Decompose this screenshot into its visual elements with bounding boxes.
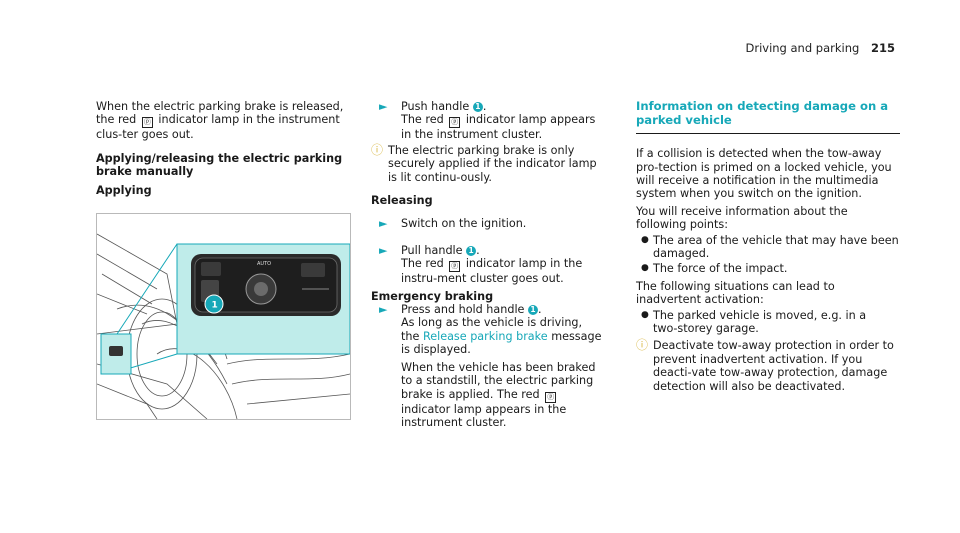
intro-paragraph: When the electric parking brake is relea… bbox=[96, 100, 344, 142]
parking-brake-icon: ⓟ bbox=[141, 117, 153, 129]
damage-detection-heading: Information on detecting damage on a par… bbox=[636, 99, 900, 135]
page-number: 215 bbox=[870, 41, 895, 55]
info-icon: ⓘ bbox=[371, 142, 384, 157]
left-column: When the electric parking brake is relea… bbox=[96, 100, 356, 197]
figure-callout-1: 1 bbox=[212, 301, 218, 311]
page-header: Driving and parking 215 bbox=[745, 41, 895, 55]
emergency-heading: Emergency braking bbox=[371, 289, 494, 303]
step-switch-ignition: ► Switch on the ignition. bbox=[379, 217, 527, 231]
release-parking-brake-link[interactable]: Release parking brake bbox=[422, 329, 548, 343]
parking-brake-icon: ⓟ bbox=[449, 261, 461, 273]
step-press-hold-handle: ► Press and hold handle 1. As long as th… bbox=[379, 303, 602, 429]
emergency-block: Emergency braking bbox=[371, 290, 603, 303]
info-points-intro: You will receive information about the f… bbox=[636, 204, 848, 232]
callout-badge: 1 bbox=[466, 245, 477, 256]
situations-intro: The following situations can lead to ina… bbox=[636, 279, 835, 307]
arrow-icon: ► bbox=[379, 100, 388, 113]
releasing-heading: Releasing bbox=[371, 194, 433, 208]
callout-badge: 1 bbox=[528, 305, 538, 316]
info-icon: ⓘ bbox=[636, 338, 649, 353]
subheading-applying: Applying bbox=[96, 183, 152, 197]
arrow-icon: ► bbox=[379, 243, 388, 257]
parking-brake-icon: ⓟ bbox=[545, 391, 557, 403]
info-note: ⓘ The electric parking brake is only sec… bbox=[371, 142, 597, 184]
arrow-icon: ► bbox=[379, 303, 388, 317]
step-push-handle: ► Push handle 1. The red ⓟ indicator lam… bbox=[379, 100, 596, 142]
right-column: Information on detecting damage on a par… bbox=[636, 99, 900, 393]
collision-paragraph: If a collision is detected when the tow‑… bbox=[636, 147, 892, 201]
parking-brake-icon: ⓟ bbox=[449, 117, 461, 129]
list-item: ● The parked vehicle is moved, e.g. in a… bbox=[641, 308, 867, 336]
info-note: ⓘ Deactivate tow‑away protection in orde… bbox=[636, 338, 894, 393]
section-heading: Applying/releasing the electric parking … bbox=[96, 151, 343, 179]
step-pull-handle: ► Pull handle 1. The red ⓟ indicator lam… bbox=[379, 243, 583, 286]
section-title: Driving and parking bbox=[745, 41, 860, 55]
dashboard-drawing: AUTO 1 bbox=[97, 233, 350, 419]
callout-badge: 1 bbox=[472, 102, 483, 112]
middle-column: ► Push handle 1. The red ⓟ indicator lam… bbox=[371, 100, 603, 429]
list-item: ● The force of the impact. bbox=[641, 262, 788, 276]
arrow-icon: ► bbox=[379, 217, 388, 231]
brake-switch-illustration: AUTO 1 bbox=[96, 213, 351, 420]
list-item: ● The area of the vehicle that may have … bbox=[641, 233, 899, 261]
svg-text:AUTO: AUTO bbox=[257, 261, 271, 267]
